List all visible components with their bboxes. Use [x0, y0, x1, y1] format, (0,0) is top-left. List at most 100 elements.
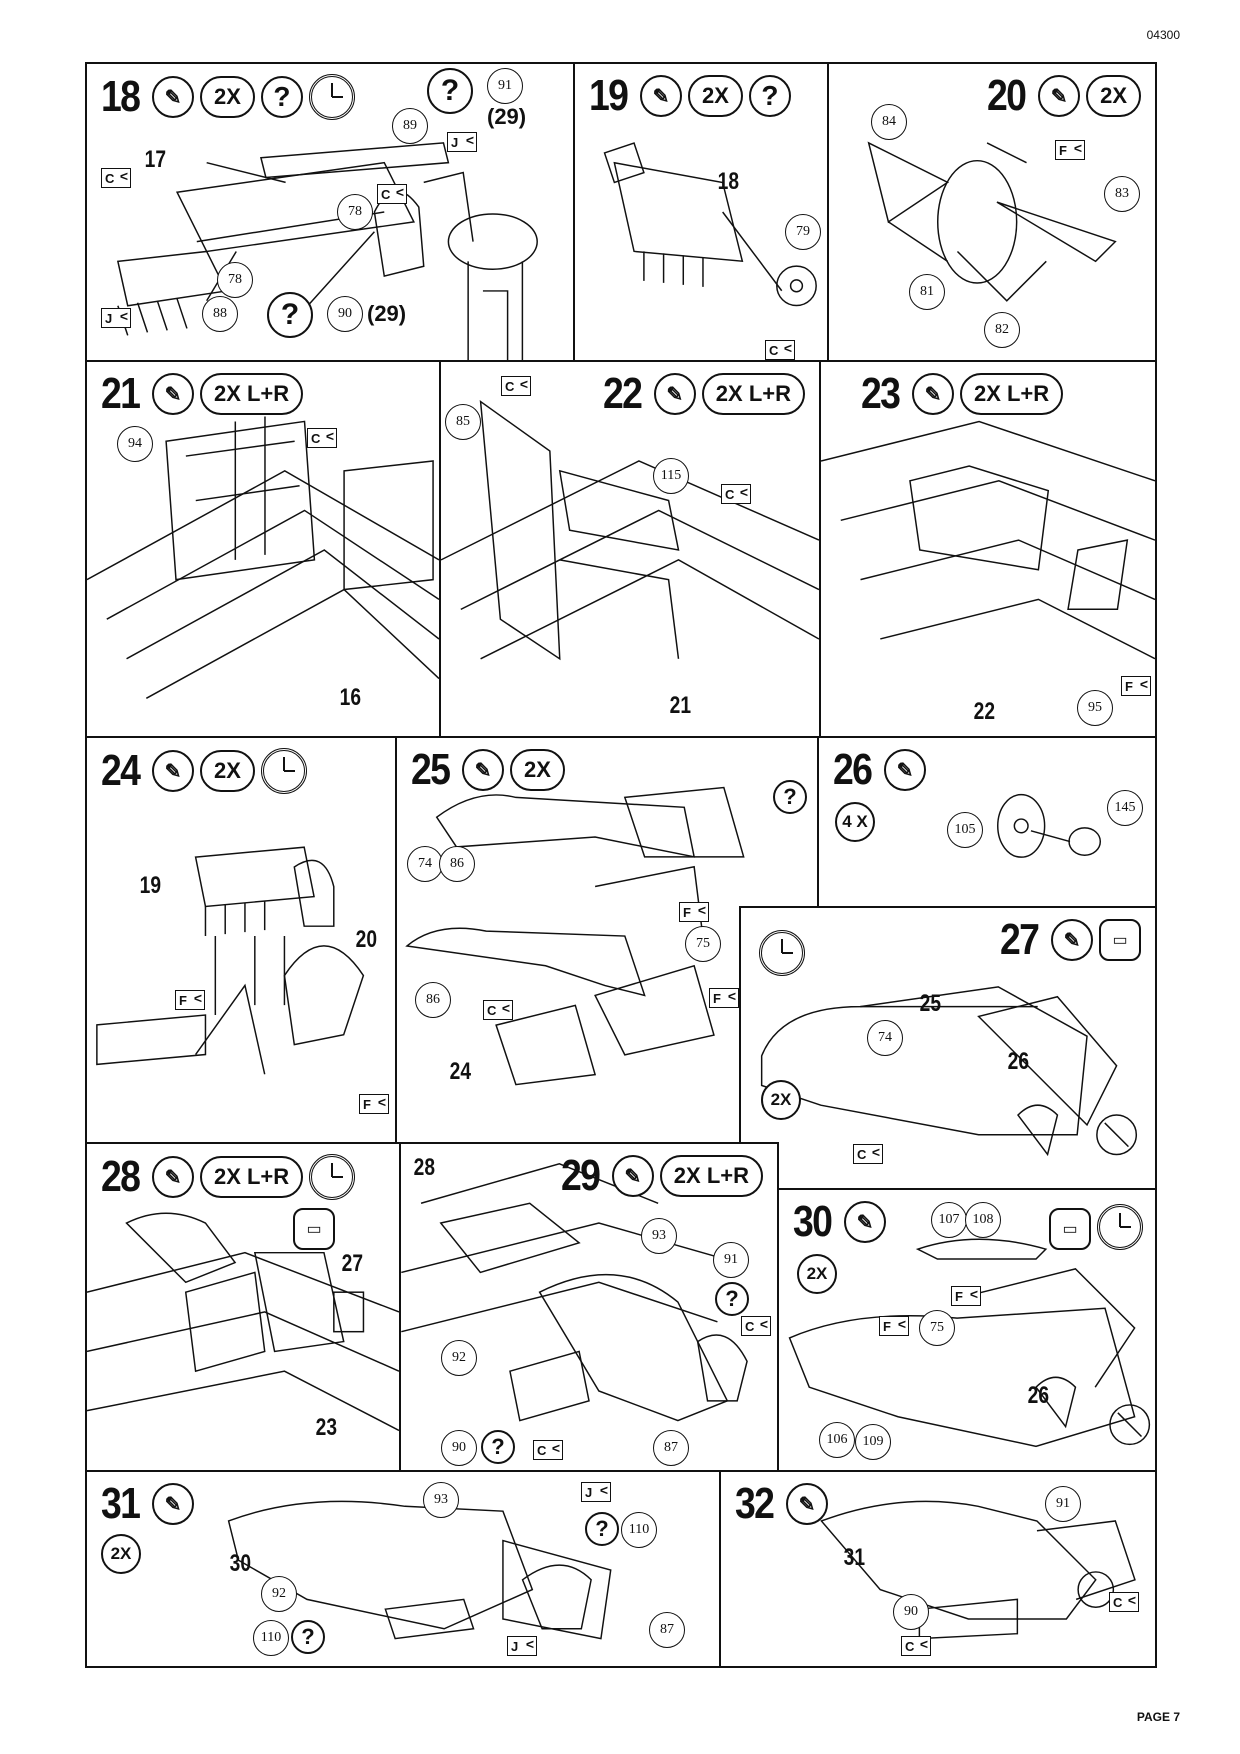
part-number: 84	[871, 104, 907, 140]
step-number: 20	[987, 71, 1027, 120]
step-23-illustration	[821, 420, 1155, 660]
part-number: 74	[867, 1020, 903, 1056]
step-24-illustration	[96, 846, 365, 1075]
paint-brush-icon: ✎	[151, 1156, 194, 1198]
step-18-panel: 18 ✎ 2X ? ? 91 (29) 89 17 C J C 78 78 J …	[85, 62, 575, 362]
step-25-illustration	[405, 786, 745, 1086]
part-reference: 22	[973, 698, 996, 725]
paint-brush-icon: ✎	[883, 749, 926, 791]
sprue-tag: C	[483, 1000, 513, 1020]
part-reference: 26	[1007, 1048, 1030, 1075]
paint-brush-icon: ✎	[151, 76, 194, 118]
drying-clock-icon	[309, 1154, 356, 1200]
part-reference: 26	[1027, 1382, 1050, 1409]
part-reference: 28	[413, 1154, 436, 1181]
part-number: 83	[1104, 176, 1140, 212]
part-reference: 21	[669, 692, 692, 719]
part-reference: (29)	[367, 301, 407, 326]
step-23-header: 23 ✎ 2X L+R	[861, 369, 1064, 418]
part-number: 86	[415, 982, 451, 1018]
step-30-panel: 30 ✎ 2X 107 108 ▭ F F 75 26 106 109	[777, 1188, 1157, 1472]
question-mark-icon: ?	[267, 292, 313, 338]
paint-brush-icon: ✎	[653, 373, 696, 415]
part-reference: 18	[717, 168, 740, 195]
part-number: 90	[893, 1594, 929, 1630]
step-26-panel: 26 ✎ 4 X 105 145	[817, 736, 1157, 908]
step-number: 27	[1000, 915, 1040, 964]
sprue-tag: J	[447, 132, 477, 152]
paint-brush-icon: ✎	[1051, 919, 1093, 961]
part-reference: 30	[229, 1550, 252, 1577]
step-26-illustration	[997, 793, 1102, 858]
part-reference: 16	[339, 684, 362, 711]
part-number: 90	[441, 1430, 477, 1466]
multiplier-badge: 2X	[687, 75, 743, 117]
part-number: 91	[713, 1242, 749, 1278]
step-27-panel: 27 ✎ ▭ 25 74 26 2X C	[739, 906, 1157, 1190]
sprue-tag: C	[307, 428, 337, 448]
step-number: 19	[589, 71, 629, 120]
step-22-illustration	[441, 400, 819, 661]
part-reference: 23	[315, 1414, 338, 1441]
step-19-illustration	[603, 142, 817, 307]
step-19-panel: 19 ✎ 2X ? 18 79 C	[573, 62, 829, 362]
step-number: 23	[861, 369, 901, 418]
part-number: 94	[117, 426, 153, 462]
multiplier-badge: 2X L+R	[659, 1155, 763, 1197]
paint-brush-icon: ✎	[639, 75, 682, 117]
sprue-tag: C	[853, 1144, 883, 1164]
part-reference: 31	[843, 1544, 866, 1571]
multiplier-badge: 2X	[797, 1254, 837, 1294]
step-28-header: 28 ✎ 2X L+R	[101, 1154, 356, 1200]
paint-brush-icon: ✎	[911, 373, 954, 415]
step-19-header: 19 ✎ 2X ?	[589, 74, 791, 118]
drying-clock-icon	[308, 74, 355, 120]
part-number: 106	[819, 1422, 855, 1458]
step-31-panel: 31 ✎ 2X 93 J ? 110 30 92 87 110 ? J	[85, 1470, 721, 1668]
sprue-tag: C	[533, 1440, 563, 1460]
step-22-header: 22 ✎ 2X L+R	[603, 372, 805, 416]
sprue-tag: F	[951, 1286, 981, 1306]
paint-brush-icon: ✎	[151, 373, 194, 415]
sprue-tag: F	[175, 990, 205, 1010]
step-21-illustration	[87, 416, 439, 699]
water-decal-icon: ▭	[1099, 919, 1141, 961]
multiplier-badge: 2X L+R	[701, 373, 805, 415]
step-number: 18	[101, 72, 141, 121]
multiplier-badge: 2X L+R	[199, 373, 304, 415]
question-mark-icon: ?	[715, 1282, 749, 1316]
step-number: 29	[560, 1151, 601, 1200]
part-number: 79	[785, 214, 821, 250]
step-number: 22	[602, 369, 643, 418]
part-number: 92	[441, 1340, 477, 1376]
sprue-tag: C	[901, 1636, 931, 1656]
part-reference: 25	[919, 990, 942, 1017]
step-number: 30	[793, 1197, 833, 1246]
step-number: 25	[411, 745, 451, 794]
sprue-tag: F	[679, 902, 709, 922]
step-32-illustration	[820, 1500, 1136, 1640]
step-number: 32	[735, 1479, 775, 1528]
sprue-tag: F	[359, 1094, 389, 1114]
part-number: 110	[621, 1512, 657, 1548]
part-number: 110	[253, 1620, 289, 1656]
part-number: 93	[423, 1482, 459, 1518]
sprue-tag: C	[765, 340, 795, 360]
multiplier-badge: 4 X	[835, 802, 875, 842]
part-number: 81	[909, 274, 945, 310]
part-number: 92	[261, 1576, 297, 1612]
step-22-panel: C 22 ✎ 2X L+R 85 115 C 21	[439, 360, 821, 738]
part-number: 91	[1045, 1486, 1081, 1522]
sprue-tag: F	[879, 1316, 909, 1336]
multiplier-badge: 2X L+R	[199, 1156, 304, 1198]
step-29-panel: 28 29 ✎ 2X L+R 93 91 ? C 92 90 ? C 87	[399, 1142, 779, 1472]
sprue-tag: C	[101, 168, 131, 188]
step-26-header: 26 ✎	[833, 748, 926, 792]
question-mark-icon: ?	[291, 1620, 325, 1654]
part-number: 78	[337, 194, 373, 230]
sprue-tag: C	[377, 184, 407, 204]
part-reference: (29)	[487, 104, 527, 129]
part-number: 85	[445, 404, 481, 440]
part-number: 88	[202, 296, 238, 332]
part-number: 91	[487, 68, 523, 104]
